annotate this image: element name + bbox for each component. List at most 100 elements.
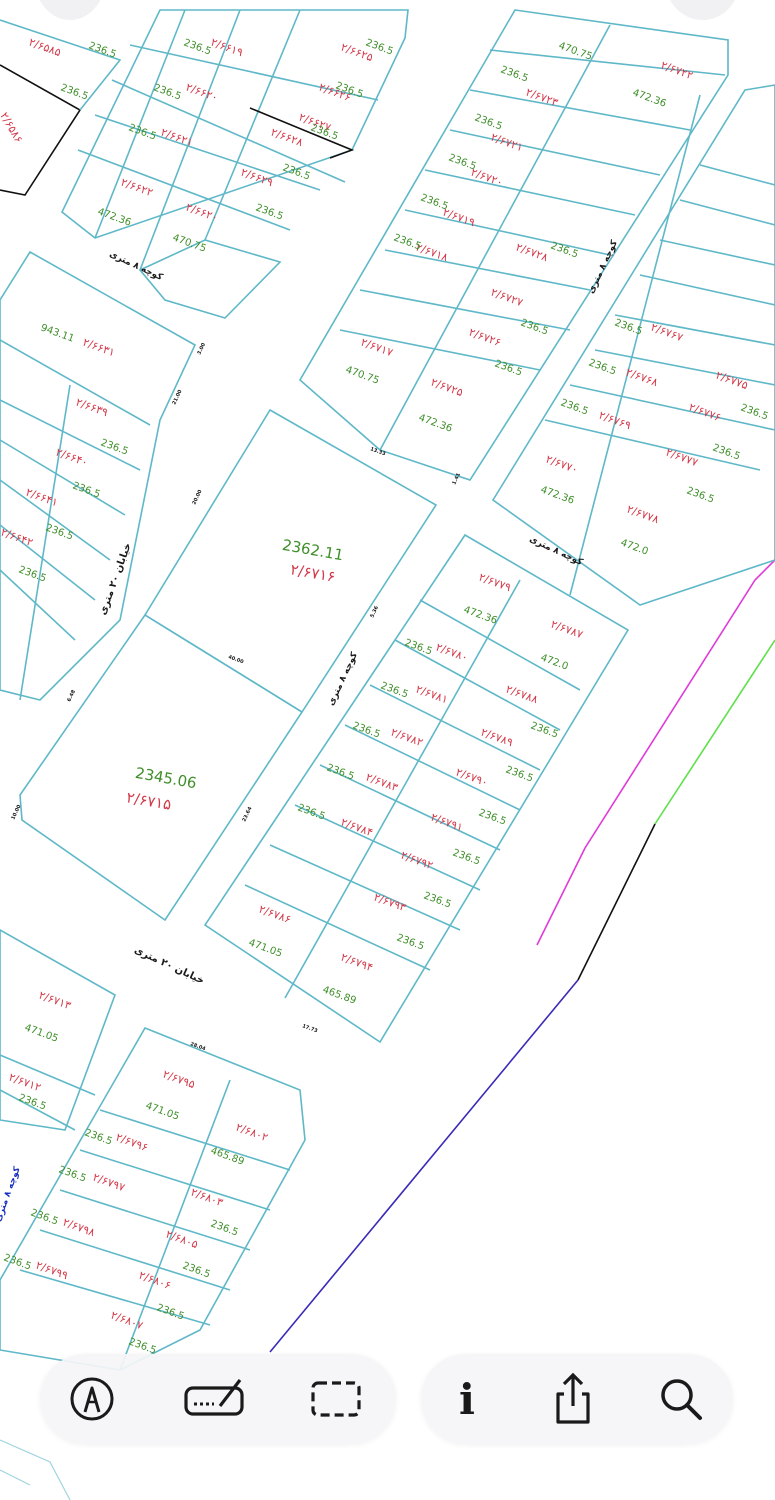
markup-pen-icon xyxy=(70,1377,114,1421)
block-lower-center xyxy=(0,1026,306,1371)
parcel-id: ۲/۶۷۹۸ xyxy=(61,1216,97,1240)
road-label: کوچه ۸ متری xyxy=(528,534,585,568)
parcel-id: ۲/۶۷۸۴ xyxy=(339,816,375,840)
parcel-id: ۲/۶۷۲۱ xyxy=(489,131,525,155)
parcel-id: ۲/۶۷۶۹ xyxy=(597,409,633,433)
parcel-area: 236.5 xyxy=(451,847,482,867)
parcel-id: ۲/۶۸۰۶ xyxy=(137,1269,173,1293)
dimension-label: 5.36 xyxy=(369,605,380,619)
purple-boundary-line xyxy=(269,979,579,1353)
parcel-area: 236.5 xyxy=(587,357,618,377)
parcel-id: ۲/۶۷۸۲ xyxy=(389,726,425,750)
parcel-area: 471.05 xyxy=(144,1100,181,1122)
parcel-id: ۲/۶۶۲۰ xyxy=(184,201,220,225)
parcel-id: ۲/۶۷۷۸ xyxy=(625,503,661,527)
dimension-label: 40.00 xyxy=(227,654,244,665)
parcel-id: ۲/۶۷۹۰ xyxy=(454,766,490,790)
road-label: خیابان ۲۰ متری xyxy=(132,945,205,987)
dimension-label: 17.73 xyxy=(301,1023,318,1034)
parcel-area: 465.89 xyxy=(209,1145,246,1167)
parcel-id: ۲/۶۷۸۷ xyxy=(549,618,585,642)
parcel-id: ۲/۶۵۸۶ xyxy=(0,110,25,145)
parcel-id: ۲/۶۷۷۵ xyxy=(714,369,750,393)
parcel-area: 236.5 xyxy=(182,37,213,57)
dimension-label: 13.33 xyxy=(369,446,386,457)
magenta-boundary-line xyxy=(536,559,775,946)
parcel-area: 470.75 xyxy=(171,232,208,254)
parcel-area: 465.89 xyxy=(321,984,358,1006)
parcel-id: ۲/۶۷۹۳ xyxy=(372,891,408,915)
parcel-area: 236.5 xyxy=(392,232,423,252)
parcel-id: ۲/۶۷۸۱ xyxy=(414,683,450,707)
parcel-area: 236.5 xyxy=(395,932,426,952)
parcel-id: ۲/۶۷۲۳ xyxy=(524,86,560,110)
parcel-area: 236.5 xyxy=(59,82,90,102)
block-lower-left xyxy=(0,929,116,1131)
road-label: کوچه ۸ متری xyxy=(586,238,620,295)
dimension-label: 1.41 xyxy=(451,472,462,486)
dimension-label: 6.48 xyxy=(66,689,77,703)
parcel-area: 236.5 xyxy=(181,1260,212,1280)
parcel-area: 472.36 xyxy=(96,206,133,228)
parcel-id: ۲/۶۶۴۰ xyxy=(54,446,90,470)
parcel-id: ۲/۶۷۷۷ xyxy=(664,446,700,470)
magnifier-icon xyxy=(661,1379,702,1420)
parcel-id: ۲/۶۷۹۱ xyxy=(429,811,465,835)
parcel-area: 236.5 xyxy=(71,480,102,500)
parcel-area: 472.36 xyxy=(462,604,499,626)
search-button[interactable] xyxy=(651,1372,711,1426)
toolbar-left-group xyxy=(40,1354,396,1444)
parcel-area: 236.5 xyxy=(296,802,327,822)
markup-button[interactable] xyxy=(62,1372,122,1426)
parcel-id: ۲/۶۷۸۳ xyxy=(364,771,400,795)
parcel-area: 236.5 xyxy=(504,764,535,784)
parcel-area: 236.5 xyxy=(254,202,285,222)
parcel-id: ۲/۶۶۲۱ xyxy=(159,126,195,150)
parcel-area: 236.5 xyxy=(155,1302,186,1322)
parcel-area: 943.11 xyxy=(39,322,76,344)
parcel-id: ۲/۶۸۰۵ xyxy=(164,1228,200,1252)
block-2362[interactable] xyxy=(143,408,438,714)
green-boundary-line xyxy=(654,639,775,825)
parcel-area: 236.5 xyxy=(739,402,770,422)
parcel-area: 236.5 xyxy=(29,1207,60,1227)
block-middle-right xyxy=(203,533,630,1044)
parcel-area: 472.0 xyxy=(619,537,650,557)
parcel-area: 236.5 xyxy=(403,637,434,657)
parcel-area: 236.5 xyxy=(17,564,48,584)
parcel-id: ۲/۶۷۲۵ xyxy=(429,376,465,400)
parcel-id: ۲/۶۷۲۶ xyxy=(467,326,503,350)
parcel-area: 472.36 xyxy=(631,87,668,109)
parcel-id: ۲/۶۷۱۲ xyxy=(7,1071,43,1095)
parcel-id: ۲/۶۷۷۰ xyxy=(544,453,580,477)
parcel-id: ۲/۶۷۹۷ xyxy=(91,1171,127,1195)
parcel-area: 236.5 xyxy=(447,152,478,172)
parcel-area: 236.5 xyxy=(325,762,356,782)
black-boundary-line xyxy=(577,823,656,981)
parcel-area: 236.5 xyxy=(422,890,453,910)
parcel-id: ۲/۶۷۲۸ xyxy=(514,241,550,265)
parcel-id: ۲/۶۷۹۲ xyxy=(399,849,435,873)
parcel-id: ۲/۶۶۴۱ xyxy=(24,486,60,510)
parcel-area: 236.5 xyxy=(44,522,75,542)
parcel-id: ۲/۶۸۰۲ xyxy=(234,1121,270,1145)
select-button[interactable] xyxy=(306,1372,366,1426)
parcel-area: 236.5 xyxy=(87,40,118,60)
block-2345[interactable] xyxy=(19,613,304,922)
parcel-area: 236.5 xyxy=(499,64,530,84)
block-area: 2362.11 xyxy=(281,536,345,564)
parcel-id: ۲/۶۷۷۶ xyxy=(687,401,723,425)
parcel-id: ۲/۶۶۲۰ xyxy=(184,81,220,105)
parcel-area: 470.75 xyxy=(344,364,381,386)
share-icon xyxy=(556,1372,590,1424)
toolbar-right-group: i xyxy=(421,1354,733,1444)
parcel-id: ۲/۶۷۸۹ xyxy=(479,726,515,750)
signature-button[interactable] xyxy=(180,1372,252,1426)
parcel-area: 236.5 xyxy=(477,807,508,827)
share-button[interactable] xyxy=(543,1372,603,1426)
parcel-id: ۲/۶۶۳۱ xyxy=(81,336,117,360)
parcel-area: 236.5 xyxy=(549,240,580,260)
dimension-label: 20.00 xyxy=(191,489,203,506)
info-button[interactable]: i xyxy=(437,1372,497,1426)
